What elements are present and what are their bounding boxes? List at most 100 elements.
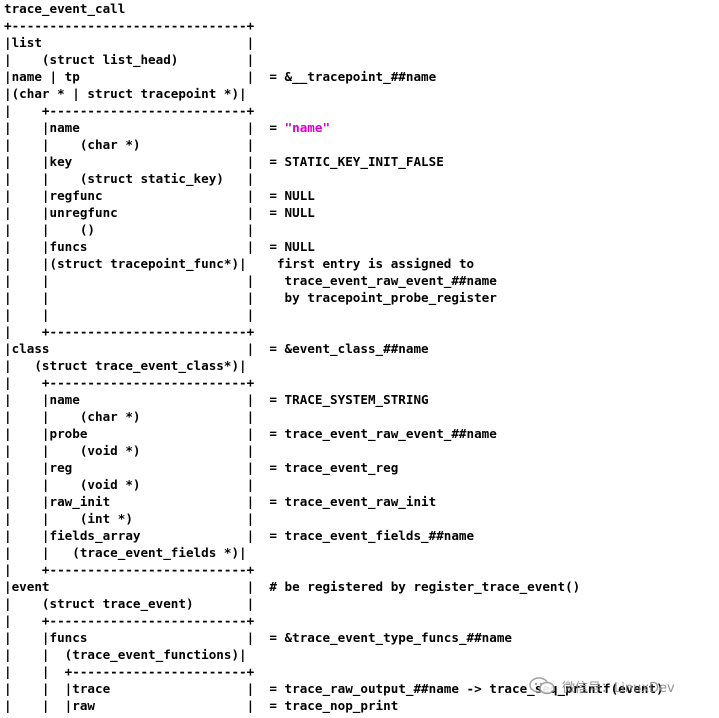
diagram-line-struct: |list |	[4, 35, 255, 50]
diagram-line: |name | tp | = &__tracepoint_##name	[4, 68, 664, 85]
diagram-line: |class | = &event_class_##name	[4, 340, 664, 357]
diagram-line-struct: | |funcs |	[4, 630, 255, 645]
diagram-line-struct: | (struct trace_event) |	[4, 596, 255, 611]
diagram-line: | | (char *) |	[4, 408, 664, 425]
diagram-line-struct: | +--------------------------+	[4, 324, 255, 339]
watermark-text: 微信号：LinuxDev	[562, 680, 675, 696]
diagram-line-struct: | | |trace |	[4, 681, 255, 696]
diagram-line-struct: |event |	[4, 579, 255, 594]
diagram-line-struct: | (struct trace_event_class*)|	[4, 358, 247, 373]
diagram-line-struct: | | (char *) |	[4, 137, 255, 152]
diagram-line-struct: | | +-----------------------+	[4, 664, 255, 679]
diagram-line-value: = &trace_event_type_funcs_##name	[254, 630, 513, 645]
diagram-line-struct: | | (char *) |	[4, 409, 255, 424]
diagram-line: | +--------------------------+	[4, 374, 664, 391]
diagram-line-struct: | | (trace_event_fields *)|	[4, 545, 247, 560]
diagram-line: | |fields_array | = trace_event_fields_#…	[4, 527, 664, 544]
diagram-line-value: = &__tracepoint_##name	[254, 69, 437, 84]
diagram-line-value: =	[254, 120, 285, 135]
diagram-line-value: = TRACE_SYSTEM_STRING	[254, 392, 429, 407]
diagram-line-struct: | | () |	[4, 222, 255, 237]
diagram-line-struct: |(char * | struct tracepoint *)|	[4, 86, 247, 101]
diagram-line-struct: | |name |	[4, 120, 255, 135]
diagram-line: | +--------------------------+	[4, 102, 664, 119]
diagram-line: | |probe | = trace_event_raw_event_##nam…	[4, 425, 664, 442]
diagram-line: |(char * | struct tracepoint *)|	[4, 85, 664, 102]
diagram-line-value: = trace_event_raw_event_##name	[254, 426, 497, 441]
diagram-line-value: # be registered by register_trace_event(…	[254, 579, 581, 594]
diagram-line: | |(struct tracepoint_func*)| first entr…	[4, 255, 664, 272]
diagram-line-value: = STATIC_KEY_INIT_FALSE	[254, 154, 444, 169]
diagram-line: | | (struct static_key) |	[4, 170, 664, 187]
diagram-line: | |funcs | = NULL	[4, 238, 664, 255]
diagram-line-struct: | | (void *) |	[4, 443, 255, 458]
diagram-line-value: = NULL	[254, 239, 315, 254]
diagram-line-struct: | | |	[4, 290, 255, 305]
diagram-line-struct: | | (struct static_key) |	[4, 171, 255, 186]
diagram-line: | |reg | = trace_event_reg	[4, 459, 664, 476]
watermark: 微信号：LinuxDev	[528, 676, 675, 696]
diagram-line-struct: | |regfunc |	[4, 188, 255, 203]
diagram-line: | | |trace | = trace_raw_output_##name -…	[4, 680, 664, 697]
diagram-line: | |name | = "name"	[4, 119, 664, 136]
diagram-line-value: by tracepoint_probe_register	[254, 290, 497, 305]
diagram-line-value: = NULL	[254, 205, 315, 220]
diagram-line: | | |raw | = trace_nop_print	[4, 697, 664, 714]
diagram-line-struct: | +--------------------------+	[4, 613, 255, 628]
diagram-line-struct: | +--------------------------+	[4, 375, 255, 390]
diagram-line: | |raw_init | = trace_event_raw_init	[4, 493, 664, 510]
diagram-line-value: = &event_class_##name	[254, 341, 429, 356]
diagram-line-value: = trace_raw_output_##name -> trace_seq_p…	[254, 681, 664, 696]
diagram-line: | +--------------------------+	[4, 561, 664, 578]
diagram-line: | +--------------------------+	[4, 612, 664, 629]
diagram-line-struct: | | (trace_event_functions)|	[4, 647, 247, 662]
diagram-line-struct: | |(struct tracepoint_func*)|	[4, 256, 247, 271]
diagram-line-struct: | | (void *) |	[4, 477, 255, 492]
diagram-line-struct: | |key |	[4, 154, 255, 169]
diagram-line: | (struct trace_event_class*)|	[4, 357, 664, 374]
diagram-line-struct: |class |	[4, 341, 255, 356]
diagram-line: | | (int *) |	[4, 510, 664, 527]
diagram-line: | +--------------------------+	[4, 323, 664, 340]
diagram-line: trace_event_call	[4, 0, 664, 17]
diagram-line: | |funcs | = &trace_event_type_funcs_##n…	[4, 629, 664, 646]
diagram-line-struct: | |fields_array |	[4, 528, 255, 543]
diagram-line: | | (void *) |	[4, 442, 664, 459]
diagram-line-struct: | | |	[4, 307, 255, 322]
diagram-line: | | | by tracepoint_probe_register	[4, 289, 664, 306]
diagram-line-struct: trace_event_call	[4, 1, 126, 16]
diagram-line-struct: | | |raw |	[4, 698, 255, 713]
diagram-line-value: trace_event_raw_event_##name	[254, 273, 497, 288]
diagram-line-struct: | |reg |	[4, 460, 255, 475]
diagram-line-struct: | +--------------------------+	[4, 562, 255, 577]
diagram-line-value: = trace_nop_print	[254, 698, 399, 713]
diagram-line-struct: | | |	[4, 273, 255, 288]
diagram-line-struct: +-------------------------------+	[4, 18, 255, 33]
diagram-line: | (struct trace_event) |	[4, 595, 664, 612]
diagram-line-value: first entry is assigned to	[246, 256, 475, 271]
diagram-line-string-literal: "name"	[284, 120, 331, 135]
diagram-line-struct: | +--------------------------+	[4, 103, 255, 118]
diagram-line: | (struct list_head) |	[4, 51, 664, 68]
diagram-line: +-------------------------------+	[4, 17, 664, 34]
diagram-line-value: = trace_event_fields_##name	[254, 528, 475, 543]
diagram-line-struct: | |raw_init |	[4, 494, 255, 509]
diagram-line: |list |	[4, 34, 664, 51]
diagram-line: | | (trace_event_functions)|	[4, 646, 664, 663]
diagram-line: | |key | = STATIC_KEY_INIT_FALSE	[4, 153, 664, 170]
diagram-line: | | (char *) |	[4, 136, 664, 153]
diagram-line: | |name | = TRACE_SYSTEM_STRING	[4, 391, 664, 408]
diagram-line-struct: | (struct list_head) |	[4, 52, 255, 67]
diagram-line-struct: |name | tp |	[4, 69, 255, 84]
diagram-line-value: = NULL	[254, 188, 315, 203]
diagram-line: | |unregfunc | = NULL	[4, 204, 664, 221]
diagram-line-struct: | |name |	[4, 392, 255, 407]
diagram-line: | |regfunc | = NULL	[4, 187, 664, 204]
diagram-line: | | (trace_event_fields *)|	[4, 544, 664, 561]
diagram-line: | | (void *) |	[4, 476, 664, 493]
diagram-line-struct: | | (int *) |	[4, 511, 255, 526]
struct-diagram: trace_event_call +-----------------------…	[4, 0, 664, 714]
diagram-line-value: = trace_event_reg	[254, 460, 399, 475]
diagram-line: |event | # be registered by register_tra…	[4, 578, 664, 595]
diagram-line-struct: | |funcs |	[4, 239, 255, 254]
